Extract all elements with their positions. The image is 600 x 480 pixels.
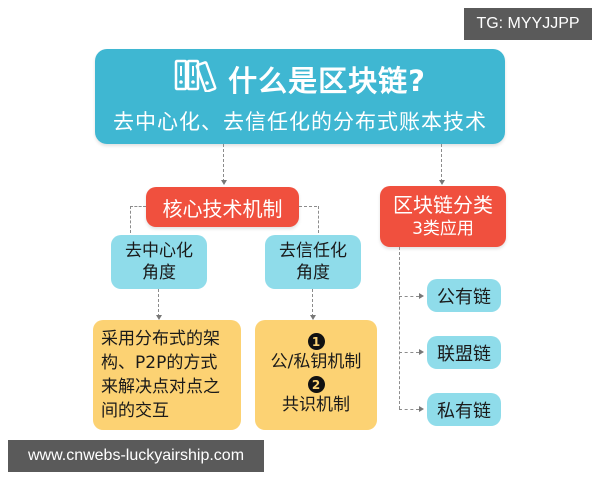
trustless-label: 去信任化 [279,241,347,261]
arrow-icon [419,406,424,412]
classification-subtitle: 3类应用 [412,218,474,239]
arrow-icon [419,349,424,355]
detail-line: 来解决点对点之 [101,377,220,397]
watermark-bottom: www.cnwebs-luckyairship.com [8,440,264,472]
detail-line: 构、P2P的方式 [101,353,218,373]
detail-line: 采用分布式的架 [101,329,220,349]
arrow-icon [419,293,424,299]
classification-title: 区块链分类 [393,192,493,217]
connector [312,289,313,317]
trustless-box: 去信任化 角度 [265,235,361,289]
connector [299,206,317,207]
watermark-top: TG: MYYJJPP [464,8,592,40]
decentralization-sublabel: 角度 [142,263,176,283]
header-title: 什么是区块链? [228,63,426,98]
number-badge-1: 1 [307,333,325,350]
public-chain-label: 公有链 [437,286,491,308]
arrow-icon [156,315,162,320]
header-subtitle: 去中心化、去信任化的分布式账本技术 [113,109,487,134]
decentralization-label: 去中心化 [125,241,193,261]
number-badge-2: 2 [307,376,325,393]
core-mechanism-box: 核心技术机制 [146,187,299,227]
connector [399,296,419,297]
private-chain-label: 私有链 [437,400,491,422]
connector [399,409,419,410]
private-chain-box: 私有链 [427,393,501,426]
arrow-icon [439,180,445,185]
connector [158,289,159,317]
arrow-icon [221,180,227,185]
trustless-sublabel: 角度 [296,263,330,283]
decentralization-box: 去中心化 角度 [111,235,207,289]
connector [399,352,419,353]
arrow-icon [310,315,316,320]
connector [130,206,146,207]
classification-box: 区块链分类 3类应用 [380,186,506,247]
consensus-label: 共识机制 [282,395,350,415]
binders-icon [174,58,218,99]
core-title: 核心技术机制 [162,196,283,221]
consortium-chain-box: 联盟链 [427,336,501,369]
detail-line: 间的交互 [101,401,169,421]
consortium-chain-label: 联盟链 [437,343,491,365]
decentralization-detail-box: 采用分布式的架 构、P2P的方式 来解决点对点之 间的交互 [93,320,241,430]
public-chain-box: 公有链 [427,279,501,312]
header-box: 什么是区块链? 去中心化、去信任化的分布式账本技术 [95,49,505,144]
connector [130,206,131,233]
connector [399,247,400,409]
connector [223,144,224,182]
trustless-detail-box: 1 公/私钥机制 2 共识机制 [255,320,377,430]
connector [441,144,442,182]
connector [318,206,319,233]
key-mechanism-label: 公/私钥机制 [270,352,362,372]
